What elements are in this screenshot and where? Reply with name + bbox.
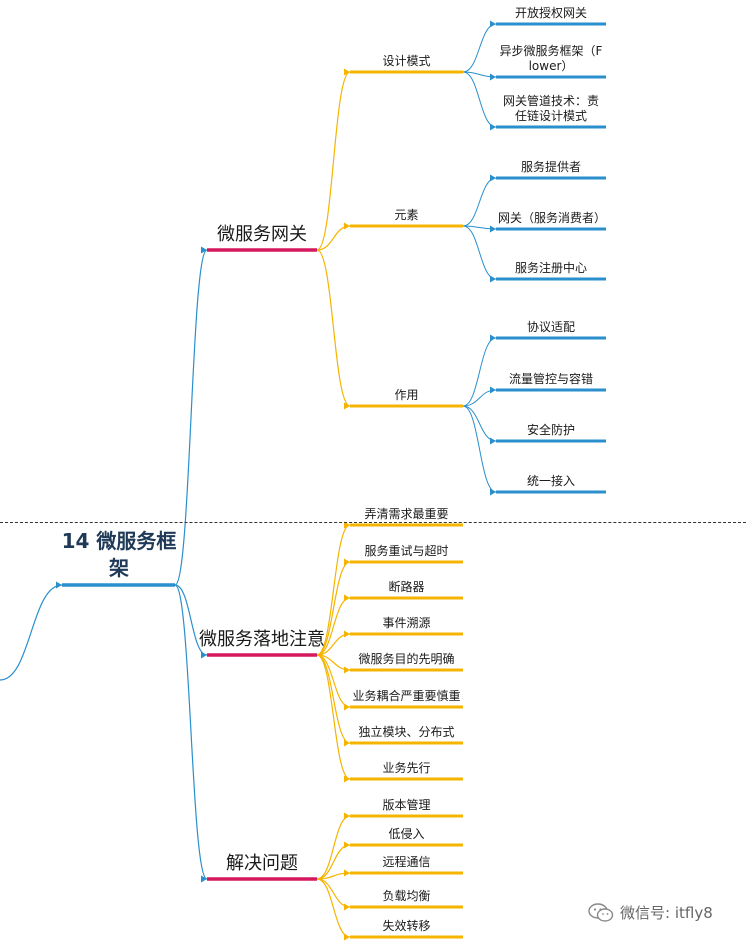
branch-0-child-1-leaf-0-label: 服务提供者: [520, 160, 581, 174]
branch-0-child-1-leaf-2-connector: [462, 225, 497, 280]
branch-0-child-2-leaf-2-connector: [462, 405, 497, 442]
branch-0-child-1-label: 元素: [394, 208, 419, 222]
branch-0-child-1-leaf-2-label: 服务注册中心: [514, 261, 587, 275]
branch-0-child-2-leaf-2-arrow-icon: [490, 437, 496, 445]
branch-1-child-2-label: 断路器: [388, 580, 425, 594]
branch-2-child-2-arrow-icon: [344, 869, 350, 877]
branch-1-child-3-label: 事件溯源: [382, 616, 431, 630]
branch-1-child-4-arrow-icon: [344, 666, 350, 674]
root-node: 14 微服务框架: [61, 529, 177, 580]
branch-0-child-1-leaf-0-connector: [462, 177, 497, 227]
branch-0-child-1-leaf-1-arrow-icon: [490, 225, 496, 233]
branch-1-child-3-arrow-icon: [344, 630, 350, 638]
branch-1-child-2-arrow-icon: [344, 594, 350, 602]
branch-0-child-0-leaf-0-arrow-icon: [490, 20, 496, 28]
branch-2-child-0-arrow-icon: [344, 812, 350, 820]
branch-2-child-1-label: 低侵入: [388, 827, 425, 841]
branch-1-child-0-arrow-icon: [344, 521, 350, 529]
branch-0-child-1-leaf-0-arrow-icon: [490, 174, 496, 182]
branch-0-child-2-leaf-3-connector: [462, 405, 497, 493]
branch-0-connector: [174, 249, 208, 586]
branch-0-child-2-arrow-icon: [344, 402, 350, 410]
branch-1-child-7-label: 业务先行: [382, 761, 431, 775]
branch-0-child-2-leaf-1-label: 流量管控与容错: [508, 372, 593, 386]
branch-0-child-1-arrow-icon: [344, 222, 350, 230]
branch-1-child-1-connector: [316, 561, 351, 656]
branch-1-child-6-arrow-icon: [344, 739, 350, 747]
branch-1-child-4-label: 微服务目的先明确: [358, 652, 455, 666]
branch-2-arrow-icon: [201, 875, 207, 883]
branch-0-child-2-leaf-0-connector: [462, 337, 497, 407]
wechat-icon: [588, 902, 614, 922]
watermark-text: 微信号: itfly8: [620, 904, 713, 922]
branch-0-child-0-label: 设计模式: [382, 54, 431, 68]
branch-0-child-2-label: 作用: [394, 388, 419, 402]
branch-1-child-7-arrow-icon: [344, 775, 350, 783]
branch-0-child-2-leaf-3-arrow-icon: [490, 488, 496, 496]
branch-0-arrow-icon: [201, 246, 207, 254]
root-incoming-connector: [0, 584, 63, 681]
branch-2-child-3-arrow-icon: [344, 903, 350, 911]
branch-2-child-3-label: 负载均衡: [382, 889, 431, 903]
branch-1-child-1-label: 服务重试与超时: [364, 544, 449, 558]
branch-1-child-0-connector: [316, 524, 351, 656]
branch-1-child-5-arrow-icon: [344, 703, 350, 711]
branch-0-child-0-leaf-0-label: 开放授权网关: [514, 6, 587, 20]
branch-0-child-0-leaf-0-connector: [462, 23, 497, 73]
branch-1-child-7-connector: [316, 654, 351, 780]
branch-0-child-2-leaf-0-arrow-icon: [490, 334, 496, 342]
root-arrow-icon: [56, 581, 62, 589]
branch-0-child-2-leaf-1-arrow-icon: [490, 386, 496, 394]
branch-0-child-0-leaf-1-arrow-icon: [490, 73, 496, 81]
branch-0-child-0-connector: [316, 71, 351, 251]
branch-0-child-2-leaf-0-label: 协议适配: [526, 320, 575, 334]
branch-1-arrow-icon: [201, 651, 207, 659]
branch-0-child-1-leaf-1-label: 网关（服务消费者）: [498, 211, 607, 225]
branch-2-connector: [174, 584, 208, 880]
branch-0-child-2-connector: [316, 249, 351, 407]
page-divider: [0, 522, 746, 523]
branch-0-child-2-leaf-3-label: 统一接入: [526, 474, 575, 488]
branch-0-title: 微服务网关: [217, 223, 307, 245]
branch-1-child-5-label: 业务耦合严重要慎重: [352, 689, 461, 703]
branch-0-child-2-leaf-2-label: 安全防护: [526, 423, 575, 437]
branch-2-child-1-arrow-icon: [344, 841, 350, 849]
branch-0-child-1-leaf-2-arrow-icon: [490, 275, 496, 283]
branch-1-child-6-label: 独立模块、分布式: [358, 725, 455, 739]
branch-0-child-0-leaf-2-label: 网关管道技术：责任链设计模式: [502, 94, 599, 123]
branch-2-child-4-arrow-icon: [344, 933, 350, 941]
watermark: 微信号: itfly8: [588, 902, 713, 923]
branch-0-child-0-leaf-2-connector: [462, 71, 497, 128]
branch-1-title: 微服务落地注意: [199, 628, 325, 650]
branch-2-child-2-label: 远程通信: [382, 855, 431, 869]
branch-2-child-3-connector: [316, 878, 351, 908]
branch-0-child-0-leaf-1-label: 异步微服务框架（Flower）: [499, 44, 603, 73]
branch-1-child-0-label: 弄清需求最重要: [364, 507, 449, 521]
branch-1-child-1-arrow-icon: [344, 558, 350, 566]
branch-0-child-0-arrow-icon: [344, 68, 350, 76]
branch-2-title: 解决问题: [226, 852, 298, 874]
branch-2-child-0-label: 版本管理: [382, 798, 431, 812]
branch-0-child-0-leaf-2-arrow-icon: [490, 123, 496, 131]
branch-2-child-4-label: 失效转移: [382, 919, 431, 933]
